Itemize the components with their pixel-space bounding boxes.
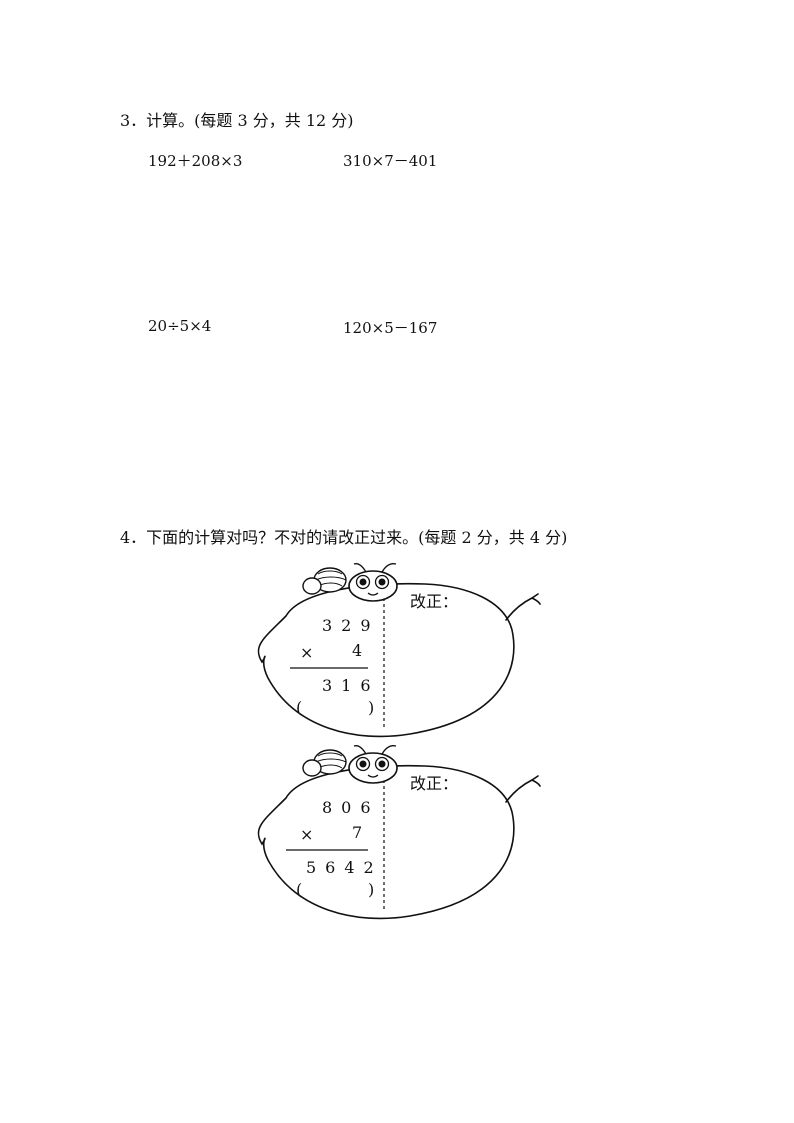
judge-bracket-open[interactable]: (: [296, 698, 303, 717]
leaf-card-1: 改正： 329 × 4 316 ( ): [250, 558, 550, 738]
caterpillar-icon: [302, 563, 398, 602]
leaf-card-2: 改正： 806 × 7 5642 ( ): [250, 740, 550, 920]
q3-expression-2: 310×7－401: [343, 152, 438, 170]
q3-expression-4: 120×5－167: [343, 319, 438, 337]
judge-bracket-open[interactable]: (: [296, 880, 303, 899]
leaf-illustration: [257, 563, 541, 738]
correction-label: 改正：: [410, 774, 459, 793]
correction-label: 改正：: [410, 592, 459, 611]
multiplier: 7: [352, 823, 372, 842]
q3-heading: 3．计算。(每题 3 分，共 12 分): [120, 111, 354, 130]
q4-heading: 4．下面的计算对吗？不对的请改正过来。(每题 2 分，共 4 分): [120, 528, 568, 547]
leaf-illustration: [257, 745, 541, 920]
multiplicand: 806: [322, 798, 380, 817]
multiply-operator: ×: [300, 643, 314, 662]
judge-bracket-close[interactable]: ): [368, 698, 375, 717]
product-result: 5642: [306, 858, 383, 877]
multiplicand: 329: [322, 616, 380, 635]
multiply-operator: ×: [300, 825, 314, 844]
caterpillar-icon: [302, 745, 398, 784]
q3-expression-1: 192＋208×3: [148, 152, 243, 170]
product-result: 316: [322, 676, 380, 695]
multiplier: 4: [352, 641, 372, 660]
q3-expression-3: 20÷5×4: [148, 317, 212, 335]
judge-bracket-close[interactable]: ): [368, 880, 375, 899]
